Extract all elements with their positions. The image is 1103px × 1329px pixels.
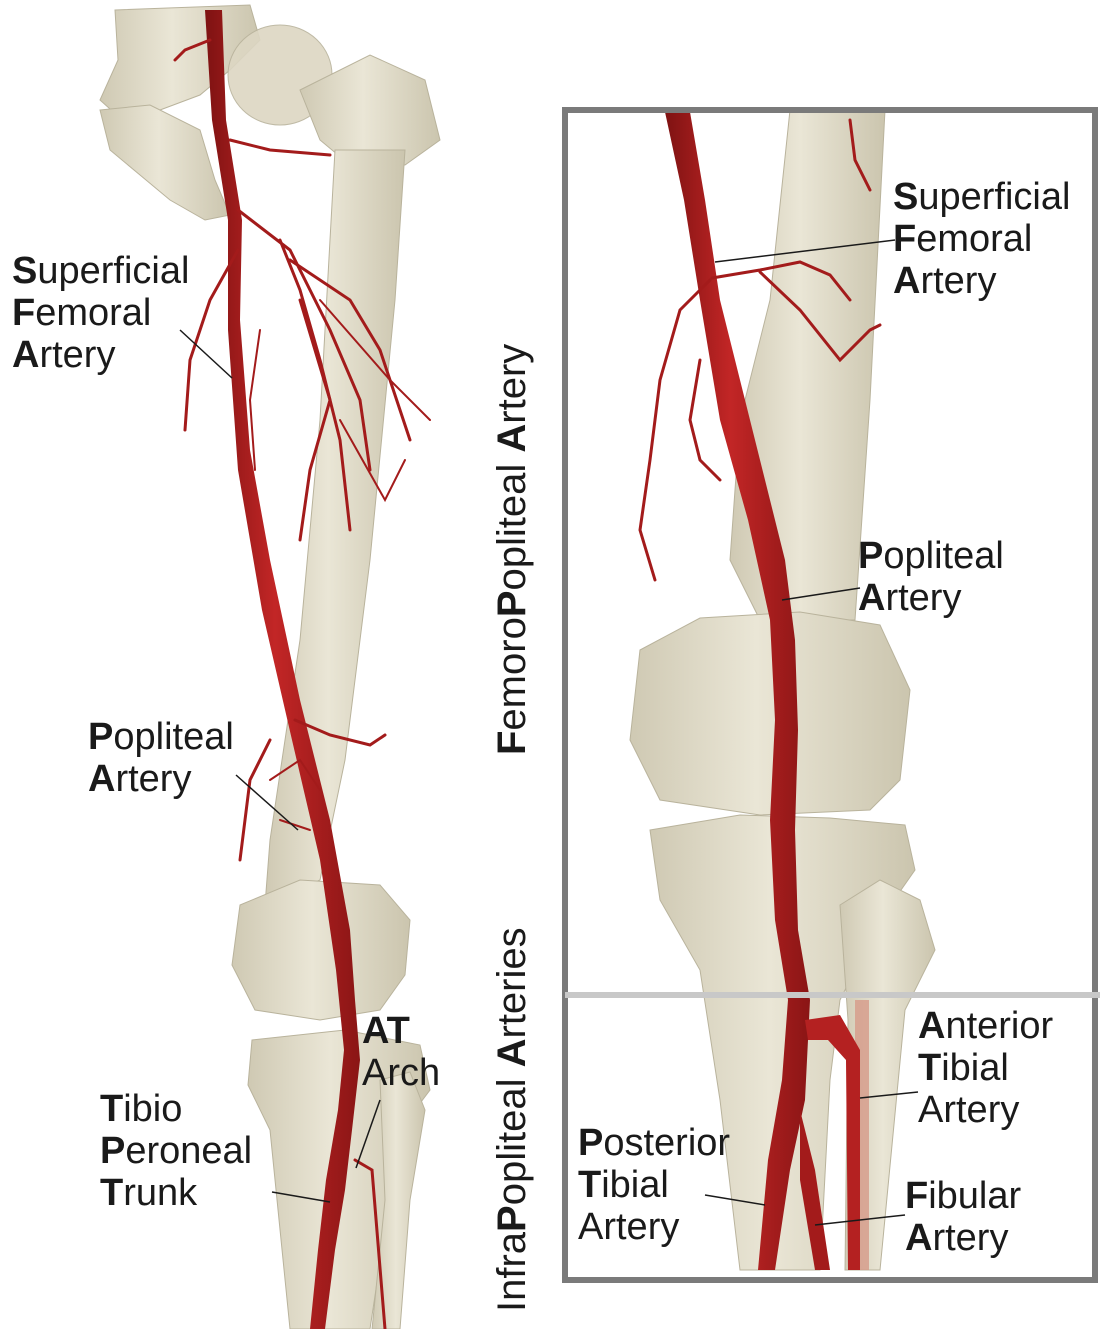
infrapopliteal-vertical-label: InfraPopliteal Arteries bbox=[490, 927, 535, 1312]
left-sfa-label: Superficial Femoral Artery bbox=[12, 250, 189, 376]
left-knee bbox=[232, 880, 410, 1020]
left-popliteal-label: Popliteal Artery bbox=[88, 716, 234, 800]
right-popliteal-label: Popliteal Artery bbox=[858, 535, 1004, 619]
right-knee-condyles bbox=[630, 612, 910, 815]
left-femur-shaft bbox=[265, 150, 405, 905]
femoropopliteal-vertical-label: FemoroPopliteal Artery bbox=[490, 344, 535, 755]
right-posterior-tibial-label: Posterior Tibial Artery bbox=[578, 1122, 730, 1248]
right-fibular-label: Fibular Artery bbox=[905, 1175, 1021, 1259]
left-at-arch-label: AT Arch bbox=[362, 1010, 440, 1094]
right-anterior-tibial-label: Anterior Tibial Artery bbox=[918, 1005, 1053, 1131]
right-sfa-label: Superficial Femoral Artery bbox=[893, 176, 1070, 302]
pelvis-lower bbox=[100, 105, 230, 220]
left-tpt-label: Tibio Peroneal Trunk bbox=[100, 1088, 252, 1214]
